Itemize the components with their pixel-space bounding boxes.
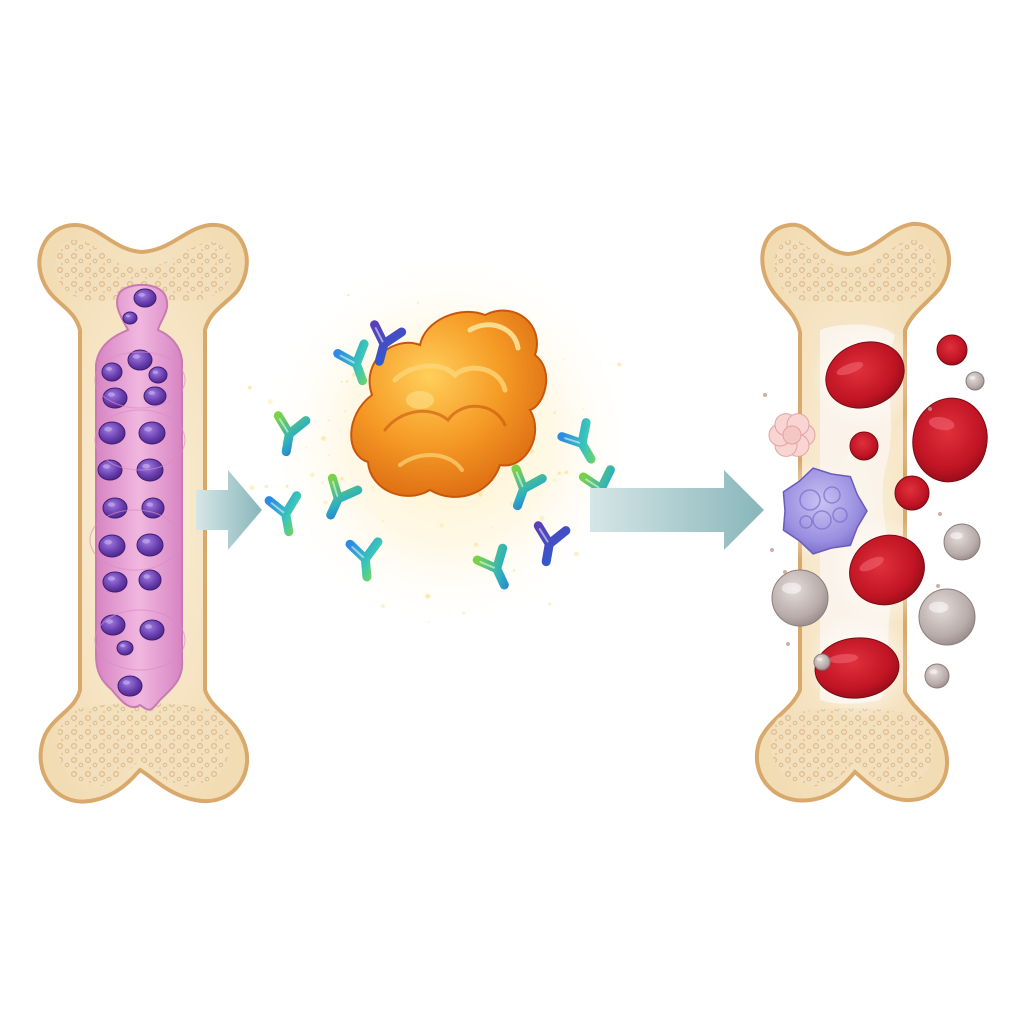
malignant-cell bbox=[148, 366, 168, 384]
drug-molecule bbox=[350, 309, 548, 498]
grey-cell bbox=[924, 663, 950, 689]
grey-cell bbox=[771, 569, 829, 627]
grey-cell bbox=[943, 523, 981, 561]
malignant-cell bbox=[117, 675, 143, 697]
left-bone-spongy-top bbox=[54, 239, 232, 301]
malignant-cell bbox=[102, 497, 128, 519]
right-bone-spongy-bottom bbox=[770, 708, 933, 787]
malignant-cell bbox=[102, 387, 128, 409]
malignant-cell bbox=[122, 311, 138, 325]
bone-with-healthy-blood-cells-icon bbox=[754, 221, 1005, 803]
malignant-cell bbox=[136, 533, 164, 557]
antibody-icon bbox=[557, 418, 596, 464]
antibody-icon bbox=[345, 537, 383, 582]
red-blood-cell bbox=[814, 637, 900, 699]
antibody-icon bbox=[326, 473, 363, 520]
grey-cell bbox=[918, 588, 976, 646]
grey-cell bbox=[965, 371, 985, 391]
left-bone-spongy-bottom bbox=[57, 703, 230, 787]
grey-cell bbox=[813, 653, 831, 671]
arrow-right-icon bbox=[196, 470, 262, 550]
drug-molecule-with-antibodies-icon bbox=[247, 250, 640, 630]
antibody-icon bbox=[273, 411, 311, 457]
red-blood-cell bbox=[849, 534, 925, 606]
antibody-icon bbox=[264, 491, 302, 537]
antibody-icon bbox=[370, 320, 407, 366]
malignant-cell bbox=[138, 421, 166, 445]
antibody-icon bbox=[333, 339, 369, 386]
antibody-icon bbox=[511, 464, 547, 511]
malignant-cell bbox=[100, 614, 126, 636]
platelet bbox=[768, 413, 816, 457]
malignant-cell bbox=[143, 386, 167, 406]
bone-with-infiltrated-marrow-icon bbox=[37, 222, 249, 804]
red-blood-cell bbox=[825, 341, 905, 409]
malignant-cell bbox=[102, 571, 128, 593]
right-bone-spongy-top bbox=[774, 239, 936, 302]
malignant-cell bbox=[98, 534, 126, 558]
arrow-right-icon bbox=[590, 470, 764, 550]
red-blood-cell bbox=[894, 475, 930, 511]
malignant-cell bbox=[133, 288, 157, 308]
malignant-cell bbox=[139, 619, 165, 641]
red-blood-cell bbox=[849, 431, 879, 461]
antibody-icon bbox=[472, 543, 509, 590]
red-blood-cell bbox=[936, 334, 968, 366]
malignant-cell bbox=[138, 569, 162, 591]
red-blood-cell bbox=[912, 397, 988, 483]
left-marrow-cavity bbox=[95, 283, 184, 711]
antibody-icon bbox=[533, 521, 571, 567]
malignant-cell bbox=[101, 362, 123, 382]
malignant-cell bbox=[98, 421, 126, 445]
malignant-cell bbox=[116, 640, 134, 656]
